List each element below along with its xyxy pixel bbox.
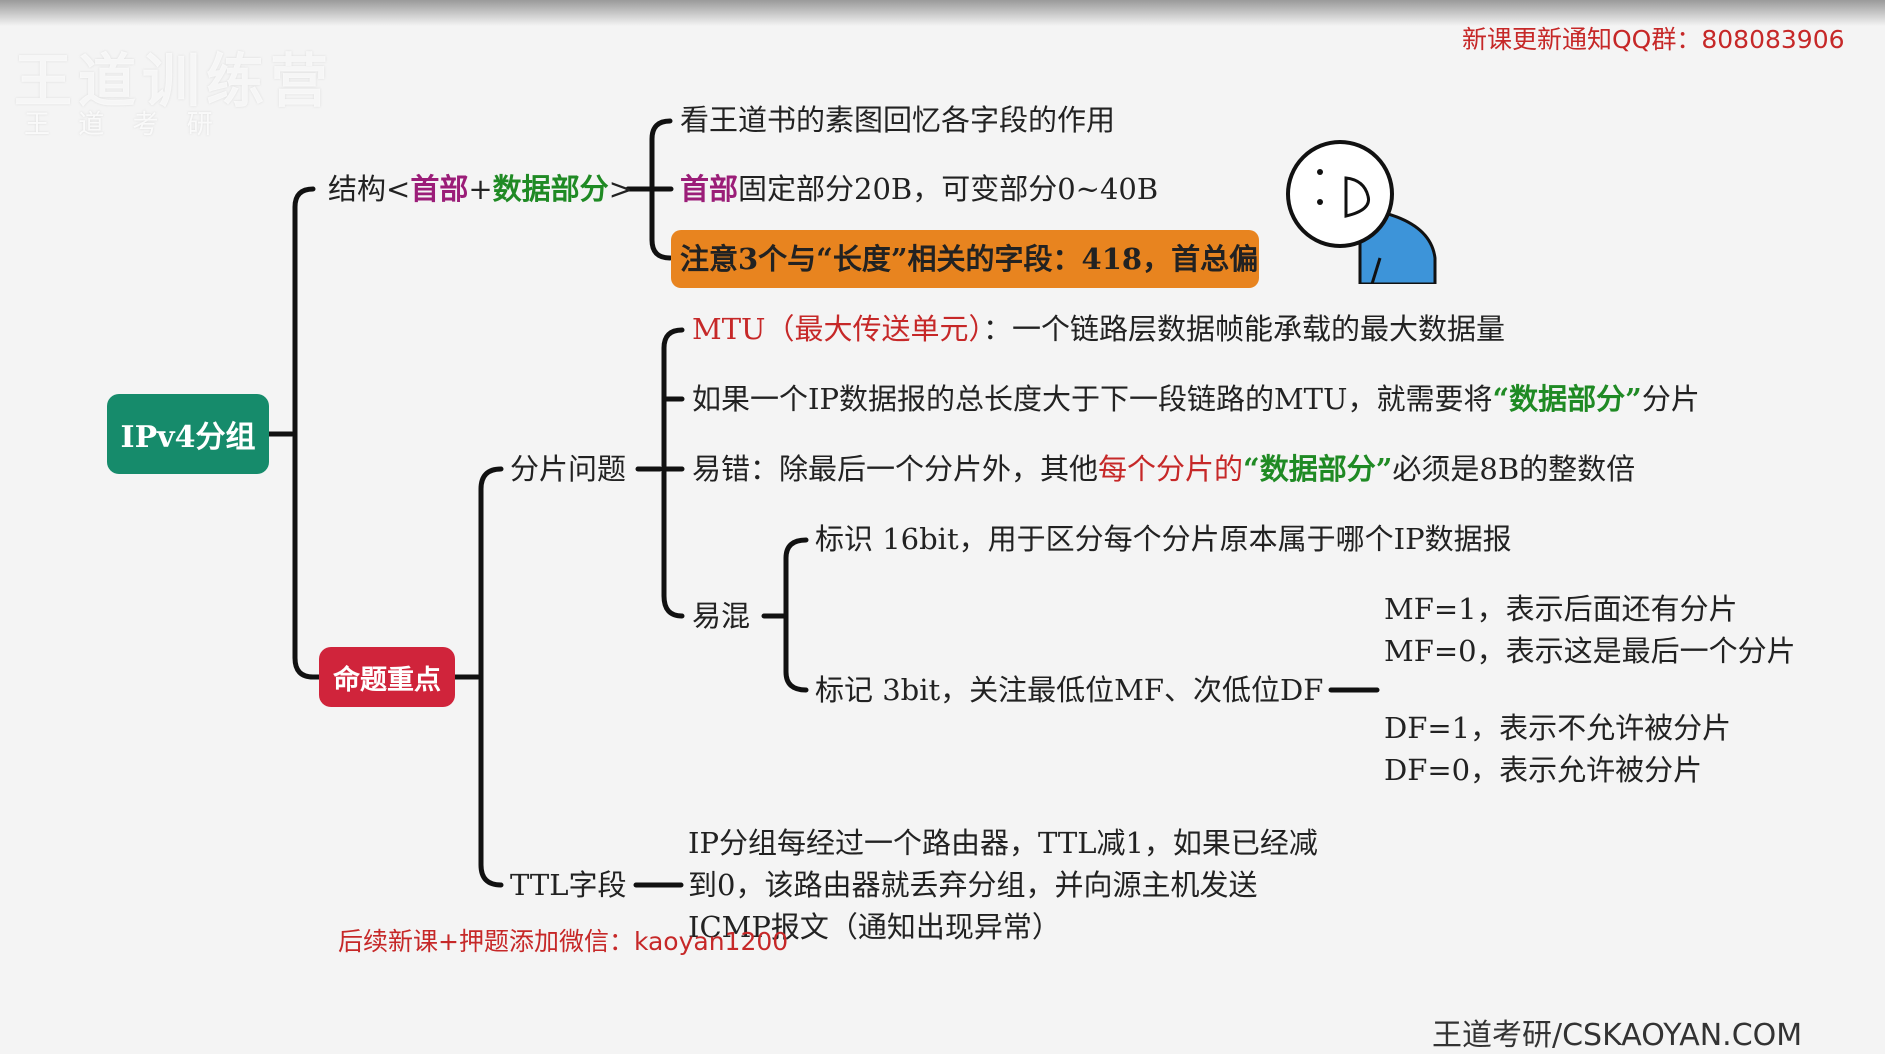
- structure-branch: 结构<首部+数据部分>: [328, 171, 633, 207]
- pitfall-each-fragment: 每个分片的: [1098, 452, 1244, 486]
- root-label: IPv4分组: [120, 420, 256, 455]
- pitfall-suffix: 必须是8B的整数倍: [1392, 452, 1636, 486]
- fragmentation-rule-data-term: “数据部分”: [1492, 382, 1642, 416]
- ttl-description-line-1: IP分组每经过一个路由器，TTL减1，如果已经减: [688, 826, 1318, 860]
- ttl-description-line-3: ICMP报文（通知出现异常）: [688, 910, 1061, 944]
- key-points-node: 命题重点: [319, 647, 455, 707]
- watermark-subtitle: 王 道 考 研: [24, 110, 223, 140]
- mtu-definition: MTU（最大传送单元）：一个链路层数据帧能承载的最大数据量: [692, 311, 1505, 347]
- confusing-label: 易混: [692, 599, 751, 633]
- doodle-face-illustration: [1286, 140, 1437, 284]
- structure-child-recall: 看王道书的素图回忆各字段的作用: [680, 103, 1116, 137]
- root-node-ipv4-packet: IPv4分组: [107, 394, 269, 474]
- footer-brand: 王道考研/CSKAOYAN.COM: [1432, 1018, 1803, 1053]
- fragmentation-rule: 如果一个IP数据报的总长度大于下一段链路的MTU，就需要将“数据部分”分片: [692, 381, 1700, 417]
- header-size-text: 固定部分20B，可变部分0~40B: [738, 172, 1159, 206]
- structure-prefix: 结构<: [328, 172, 411, 206]
- df-equals-0: DF=0，表示允许被分片: [1384, 753, 1703, 787]
- mf-equals-0: MF=0，表示这是最后一个分片: [1384, 634, 1796, 668]
- mtu-term: MTU（最大传送单元）: [692, 312, 983, 346]
- ttl-label: TTL字段: [510, 868, 627, 902]
- length-fields-highlight: [671, 230, 1259, 288]
- structure-suffix: >: [608, 172, 633, 206]
- ttl-description-line-2: 到0，该路由器就丢弃分组，并向源主机发送: [688, 868, 1258, 902]
- fragmentation-pitfall: 易错：除最后一个分片外，其他每个分片的“数据部分”必须是8B的整数倍: [692, 451, 1635, 487]
- pitfall-data-term: “数据部分”: [1243, 452, 1393, 486]
- qq-notice: 新课更新通知QQ群：808083906: [1462, 25, 1845, 54]
- mtu-definition-text: ：一个链路层数据帧能承载的最大数据量: [982, 312, 1505, 346]
- df-equals-1: DF=1，表示不允许被分片: [1384, 711, 1732, 745]
- fragmentation-label: 分片问题: [510, 452, 627, 486]
- structure-child-length-fields: 注意3个与“长度”相关的字段：418，首总偏: [680, 242, 1259, 276]
- structure-header-term: 首部: [410, 172, 469, 206]
- structure-plus: +: [468, 172, 493, 206]
- header-term: 首部: [680, 172, 739, 206]
- wechat-notice: 后续新课+押题添加微信：kaoyan1200: [338, 927, 789, 956]
- flag-field: 标记 3bit，关注最低位MF、次低位DF: [815, 673, 1324, 707]
- mf-equals-1: MF=1，表示后面还有分片: [1384, 592, 1738, 626]
- fragmentation-rule-suffix: 分片: [1641, 382, 1700, 416]
- key-points-label: 命题重点: [333, 664, 441, 696]
- pitfall-text: 易错：除最后一个分片外，其他: [692, 452, 1099, 486]
- structure-child-header-size: 首部固定部分20B，可变部分0~40B: [680, 171, 1158, 207]
- video-top-shadow: [0, 0, 1885, 26]
- identification-field: 标识 16bit，用于区分每个分片原本属于哪个IP数据报: [815, 522, 1512, 556]
- structure-data-term: 数据部分: [492, 172, 609, 206]
- fragmentation-rule-text: 如果一个IP数据报的总长度大于下一段链路的MTU，就需要将: [692, 382, 1493, 416]
- watermark-logo: 王道训练营: [14, 47, 335, 115]
